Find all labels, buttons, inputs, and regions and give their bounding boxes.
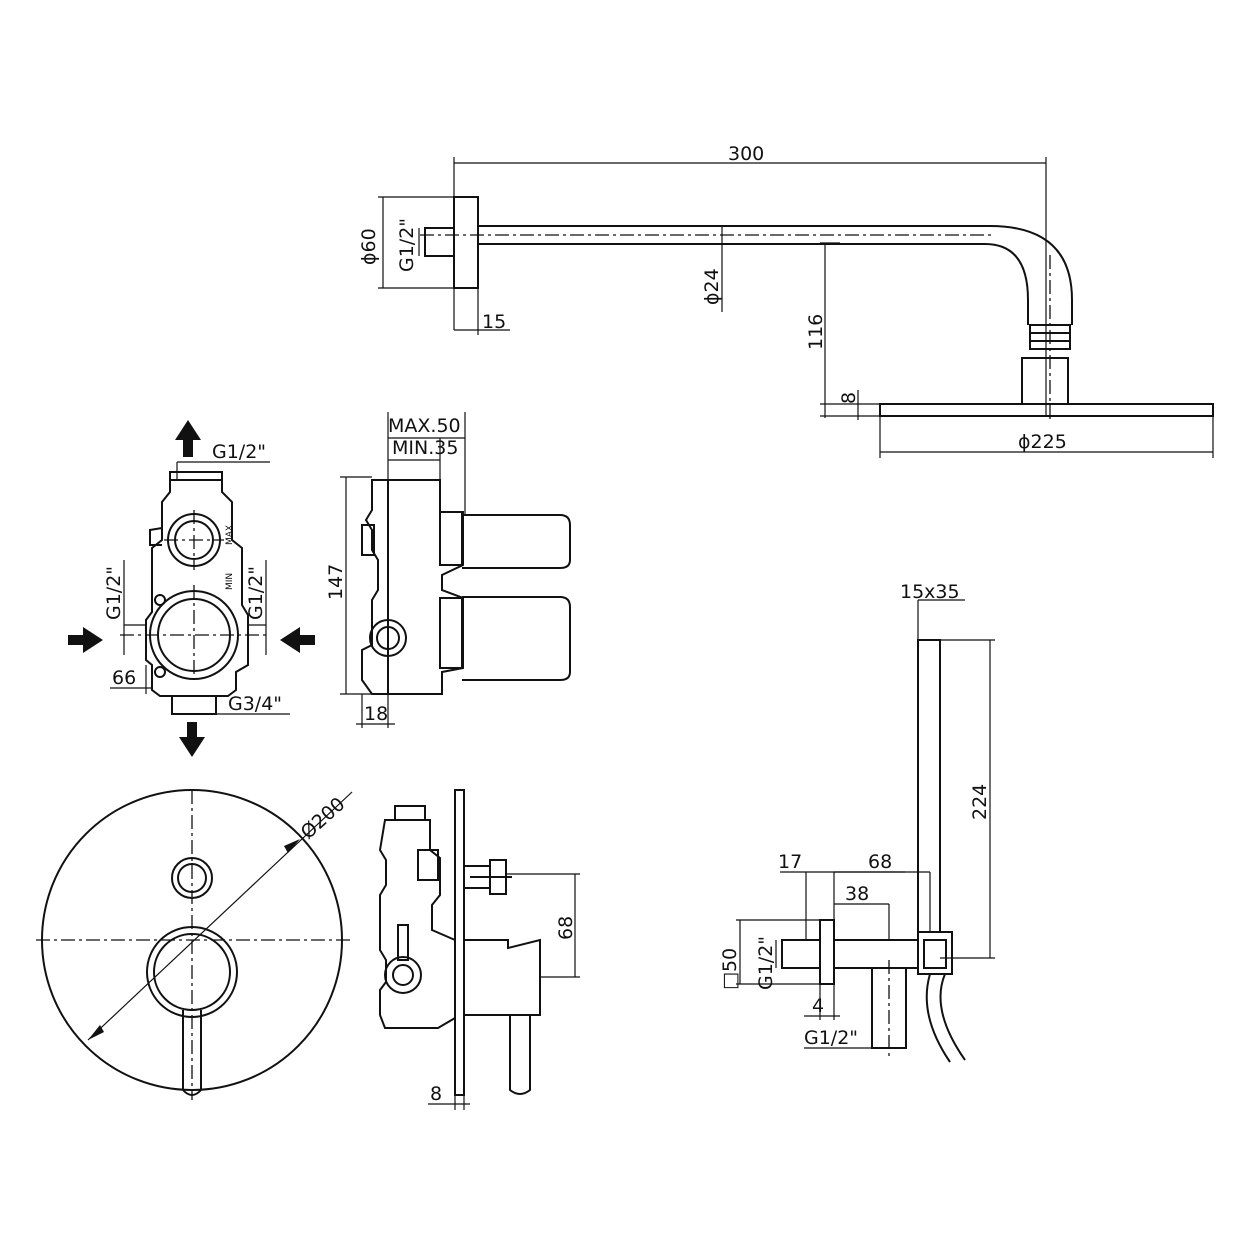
hand-shower-drawing: 15x35 224 □50 G1/2" 17 68 — [719, 581, 995, 1063]
plate-diameter-label: Ø200 — [297, 793, 350, 844]
mixer-body-front-drawing: G1/2" MAX MIN G1/2" G1/2" 66 G3/4" — [68, 420, 315, 757]
flange-depth-label: 15 — [482, 311, 506, 333]
stamp-max: MAX — [225, 525, 235, 545]
arm-length-label: 300 — [728, 143, 764, 165]
tube-diameter-label: ϕ24 — [701, 268, 723, 305]
drop-label: 116 — [805, 314, 827, 350]
front-left-thread-label: G1/2" — [103, 566, 125, 620]
handle-length-label: 224 — [969, 784, 991, 820]
arrow-up-icon — [175, 420, 201, 457]
handle-section-label: 15x35 — [900, 581, 960, 603]
mixer-body-side-drawing: MAX.50 MIN.35 147 18 — [325, 412, 571, 728]
shower-arm-drawing: 300 ϕ60 G1/2" 15 ϕ24 116 8 — [358, 143, 1214, 458]
side-min-depth-label: MIN.35 — [392, 437, 458, 459]
head-thickness-label: 8 — [838, 392, 860, 404]
plate-thickness-label-hand: 4 — [812, 995, 824, 1017]
spout-drop-label: 68 — [555, 916, 577, 940]
arrow-right-icon — [68, 627, 103, 653]
front-width-label: 66 — [112, 667, 136, 689]
front-bottom-thread-label: G3/4" — [228, 693, 282, 715]
outlet-length-label: 68 — [868, 851, 892, 873]
wall-thread-label: G1/2" — [755, 936, 777, 990]
arrow-left-icon — [280, 627, 315, 653]
front-top-thread-label: G1/2" — [212, 441, 266, 463]
plate-thickness-label: 8 — [430, 1083, 442, 1105]
head-diameter-label: ϕ225 — [1018, 431, 1067, 453]
plate-size-label: □50 — [719, 948, 741, 990]
front-right-thread-label: G1/2" — [245, 566, 267, 620]
flange-depth-label-hand: 17 — [778, 851, 802, 873]
flange-thread-label: G1/2" — [396, 218, 418, 272]
side-height-label: 147 — [325, 564, 347, 600]
trim-plate-drawing: Ø200 — [36, 789, 353, 1100]
hose-thread-label: G1/2" — [804, 1027, 858, 1049]
flange-diameter-label: ϕ60 — [358, 228, 380, 265]
arrow-down-icon — [179, 722, 205, 757]
stamp-min: MIN — [225, 573, 235, 590]
side-offset-label: 18 — [364, 703, 388, 725]
holder-offset-label: 38 — [845, 883, 869, 905]
trim-side-drawing: 68 8 — [378, 789, 580, 1110]
side-max-depth-label: MAX.50 — [388, 415, 461, 437]
